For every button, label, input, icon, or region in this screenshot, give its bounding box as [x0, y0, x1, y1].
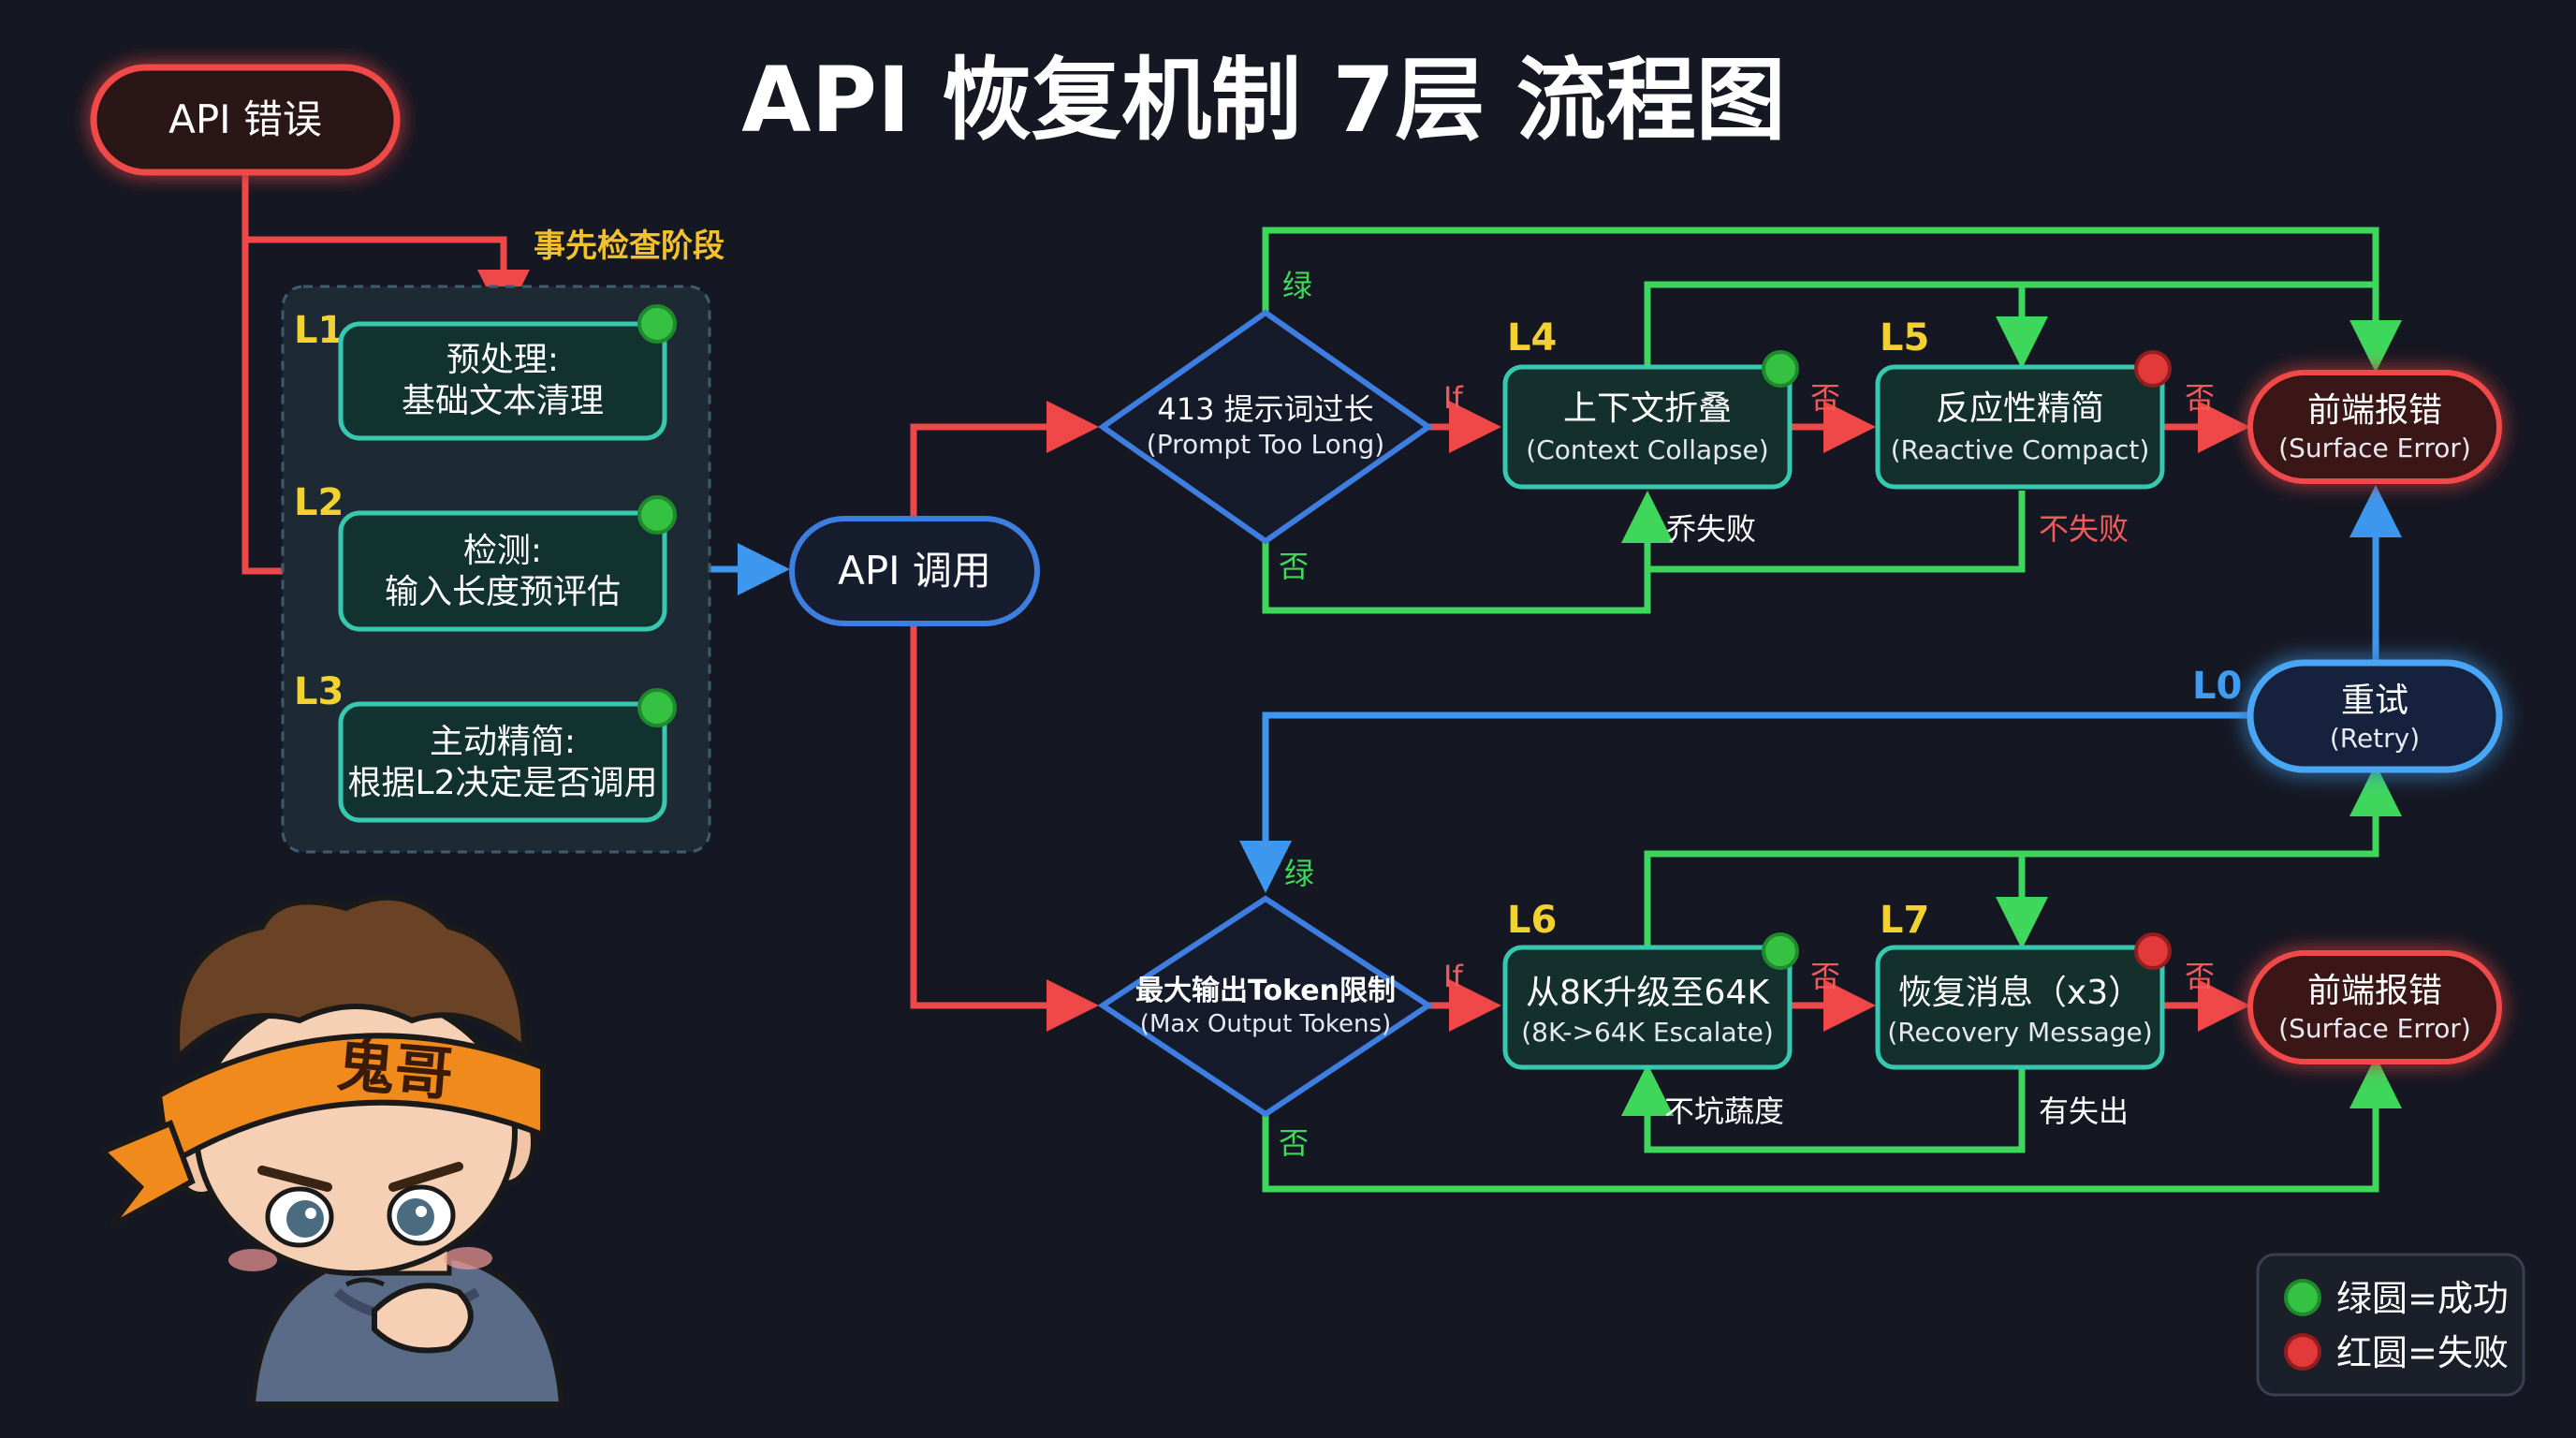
l1-line1: 预处理: [446, 341, 559, 379]
l7-line2: (Recovery Message) [1887, 1017, 2152, 1048]
edge-bottom-no [1262, 1056, 2402, 1193]
l4-line2: (Context Collapse) [1526, 434, 1768, 465]
l2-node[interactable] [338, 510, 667, 632]
edge-l7-loop [1621, 1064, 2026, 1153]
label-no-l6-l7: 否 [1810, 959, 1840, 994]
label-no-l5-err: 否 [2185, 380, 2215, 416]
decision-top-line1: 413 提示词过长 [1157, 391, 1373, 427]
l7-node[interactable] [1875, 945, 2165, 1070]
label-l6-note: 不坑蔬度 [1664, 1093, 1784, 1129]
api-call-node[interactable] [789, 516, 1040, 626]
label-no-bottom-diamond: 否 [1279, 1125, 1309, 1161]
retry-line2: (Retry) [2330, 723, 2420, 754]
edge-retry-to-bottom-diamond [1239, 712, 2250, 893]
l6-line1: 从8K升级至64K [1526, 974, 1770, 1012]
precheck-label: 事先检查阶段 [534, 227, 724, 265]
l3-success-dot [637, 688, 677, 727]
surface-error-bottom-line2: (Surface Error) [2278, 1013, 2471, 1044]
l7-line1: 恢复消息（x3） [1898, 974, 2142, 1012]
label-green-bottom: 绿 [1284, 856, 1314, 891]
decision-bottom-line1: 最大输出Token限制 [1135, 975, 1396, 1007]
l2-success-dot [637, 495, 677, 535]
legend-red-dot [2284, 1333, 2321, 1371]
page-title: API 恢复机制 7层 流程图 [741, 48, 1785, 153]
legend-green-dot [2284, 1279, 2321, 1316]
l3-line2: 根据L2决定是否调用 [348, 764, 658, 802]
mascot-illustration: 鬼哥 [97, 894, 565, 1407]
l2-line2: 输入长度预评估 [385, 573, 621, 611]
surface-error-top-line1: 前端报错 [2307, 391, 2442, 430]
level-l3-label: L3 [294, 670, 344, 713]
label-if-top: If [1443, 380, 1463, 416]
l4-success-dot [1762, 350, 1799, 388]
l7-fail-dot [2134, 932, 2172, 970]
decision-top-line2: (Prompt Too Long) [1147, 429, 1384, 460]
label-green-top: 绿 [1282, 268, 1312, 303]
label-if-bottom: If [1443, 959, 1463, 994]
l5-line1: 反应性精简 [1936, 389, 2104, 428]
decision-bottom-line2: (Max Output Tokens) [1140, 1010, 1391, 1038]
legend-red-label: 红圆=失败 [2336, 1332, 2509, 1373]
l2-line1: 检测: [463, 532, 542, 570]
l6-line2: (8K->64K Escalate) [1521, 1017, 1774, 1048]
decision-prompt-too-long[interactable] [1097, 309, 1434, 545]
edge-l4-top [1644, 281, 2376, 365]
level-l1-label: L1 [294, 309, 344, 352]
level-l4-label: L4 [1507, 316, 1557, 360]
surface-error-top-line2: (Surface Error) [2278, 433, 2471, 463]
decision-max-output-tokens[interactable] [1097, 895, 1434, 1118]
l5-fail-dot [2134, 350, 2172, 388]
label-no-l4-l5: 否 [1810, 380, 1840, 416]
retry-node[interactable] [2247, 659, 2503, 773]
label-l4-fail: 乔失败 [1666, 511, 1756, 547]
legend-green-label: 绿圆=成功 [2336, 1278, 2509, 1319]
edge-api-to-top-diamond [910, 401, 1099, 519]
edge-top-green-loop [1262, 227, 2402, 373]
label-no-top-diamond: 否 [1279, 549, 1309, 584]
level-l7-label: L7 [1880, 899, 1929, 942]
l5-line2: (Reactive Compact) [1891, 434, 2150, 465]
l1-success-dot [637, 304, 677, 344]
l6-node[interactable] [1502, 945, 1793, 1070]
api-error-label: API 错误 [168, 96, 322, 142]
surface-error-top[interactable] [2247, 370, 2502, 484]
l1-node[interactable] [338, 321, 667, 441]
l5-node[interactable] [1875, 364, 2165, 490]
level-l0-label: L0 [2192, 665, 2242, 708]
l3-line1: 主动精简: [430, 723, 576, 761]
api-call-label: API 调用 [838, 548, 991, 594]
edge-api-to-bottom-diamond [910, 624, 1099, 1032]
level-l6-label: L6 [1507, 899, 1557, 942]
edge-l6-top [1644, 764, 2402, 946]
api-error-node[interactable] [90, 64, 401, 176]
l4-node[interactable] [1502, 364, 1793, 490]
surface-error-bottom-line1: 前端报错 [2307, 972, 2442, 1010]
l3-node[interactable] [338, 701, 667, 823]
edge-l5-fail-loop [1647, 491, 2026, 573]
surface-error-bottom[interactable] [2247, 950, 2502, 1064]
label-l7-note: 有失出 [2039, 1093, 2129, 1129]
l4-line1: 上下文折叠 [1563, 389, 1732, 428]
edge-top-no [1262, 491, 1674, 614]
l6-success-dot [1762, 932, 1799, 970]
legend-box [2256, 1253, 2525, 1397]
mascot-badge: 鬼哥 [334, 1031, 456, 1109]
level-l5-label: L5 [1880, 316, 1929, 360]
level-l2-label: L2 [294, 481, 344, 524]
edge-error-to-l1 [242, 172, 530, 322]
label-l5-fail: 不失败 [2039, 511, 2129, 547]
l1-line2: 基础文本清理 [402, 382, 604, 420]
label-no-l7-err: 否 [2185, 959, 2215, 994]
retry-line1: 重试 [2341, 682, 2408, 720]
